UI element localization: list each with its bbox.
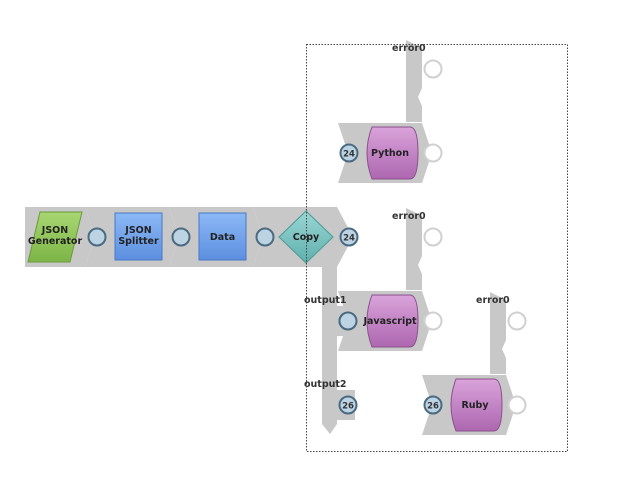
snap-python[interactable]: Python xyxy=(338,40,432,183)
json-generator-output-port[interactable] xyxy=(87,227,107,247)
ruby-icon xyxy=(450,378,503,432)
data-label: Data xyxy=(210,232,235,243)
python-label: Python xyxy=(371,148,409,159)
snap-json-splitter[interactable]: JSON Splitter xyxy=(85,207,179,267)
javascript-input-port[interactable] xyxy=(338,311,358,331)
copy-branch-bar xyxy=(322,262,337,434)
ruby-output-port[interactable] xyxy=(507,395,527,415)
python-icon xyxy=(366,126,419,180)
ruby-input-badge-count: 26 xyxy=(427,402,439,412)
python-output-port[interactable] xyxy=(423,143,443,163)
python-error-port[interactable] xyxy=(423,59,443,79)
json-splitter-icon xyxy=(114,212,163,261)
output2-badge[interactable] xyxy=(338,395,358,415)
python-input-badge[interactable] xyxy=(339,143,359,163)
output2-badge-count: 26 xyxy=(342,402,354,412)
python-error-label: error0 xyxy=(392,43,426,54)
javascript-error-port[interactable] xyxy=(423,227,443,247)
javascript-label: Javascript xyxy=(362,316,417,327)
json-splitter-output-port[interactable] xyxy=(171,227,191,247)
copy-output1-label: output1 xyxy=(304,295,347,306)
data-icon xyxy=(198,212,247,261)
snap-data[interactable]: Data xyxy=(169,207,263,267)
selection-rectangle[interactable] xyxy=(306,44,568,452)
ruby-error-label: error0 xyxy=(476,295,510,306)
json-splitter-label-1: JSON xyxy=(124,225,151,236)
snap-ruby[interactable]: Ruby xyxy=(422,292,516,435)
ruby-label: Ruby xyxy=(461,400,489,411)
python-input-badge-count: 24 xyxy=(343,150,355,160)
json-generator-icon xyxy=(27,211,83,263)
json-splitter-label-2: Splitter xyxy=(118,236,159,247)
copy-output-badge[interactable] xyxy=(339,227,359,247)
snap-javascript[interactable]: Javascript xyxy=(338,208,432,351)
javascript-icon xyxy=(366,294,419,348)
ruby-input-badge[interactable] xyxy=(423,395,443,415)
json-generator-label-2: Generator xyxy=(28,236,83,247)
ruby-error-port[interactable] xyxy=(507,311,527,331)
copy-output-badge-count: 24 xyxy=(343,234,355,244)
json-generator-label-1: JSON xyxy=(41,225,68,236)
snap-json-generator[interactable]: JSON Generator xyxy=(25,207,95,267)
javascript-error-label: error0 xyxy=(392,211,426,222)
copy-output2-label: output2 xyxy=(304,379,347,390)
data-output-port[interactable] xyxy=(255,227,275,247)
javascript-output-port[interactable] xyxy=(423,311,443,331)
